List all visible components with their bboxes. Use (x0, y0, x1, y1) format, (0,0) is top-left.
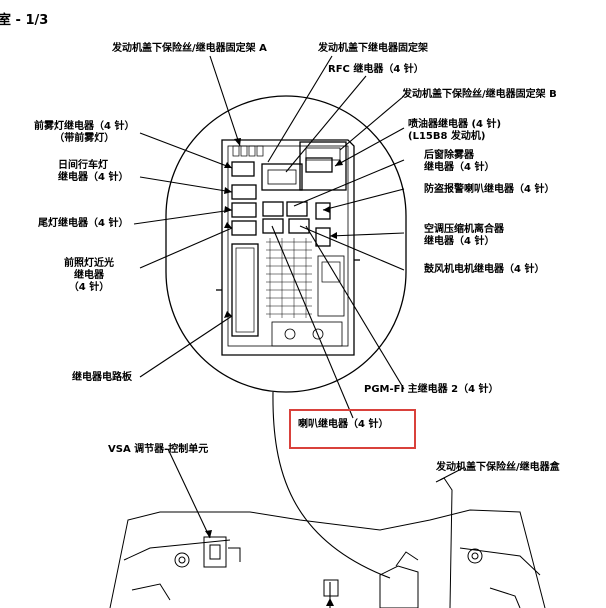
label-bracket-b: 发动机盖下保险丝/继电器固定架 B (402, 89, 557, 100)
page-title: 室 - 1/3 (0, 13, 49, 28)
label-ac-clutch-relay-line2: 继电器（4 针） (424, 236, 495, 247)
label-lowbeam-relay-line3: （4 针） (68, 282, 110, 293)
label-injector-relay-line2: (L15B8 发动机) (408, 131, 486, 142)
label-vsa-unit: VSA 调节器-控制单元 (108, 444, 209, 455)
label-ac-clutch-relay: 空调压缩机离合器 继电器（4 针） (424, 224, 504, 248)
label-lowbeam-relay: 前照灯近光 继电器 （4 针） (64, 258, 114, 294)
relay-housing (221, 139, 355, 356)
label-injector-relay: 喷油器继电器 (4 针) (L15B8 发动机) (408, 119, 501, 143)
label-relay-bracket: 发动机盖下继电器固定架 (318, 43, 428, 54)
highlight-box (289, 409, 416, 449)
label-lowbeam-relay-line1: 前照灯近光 (64, 258, 114, 269)
label-fog-relay-line1: 前雾灯继电器（4 针） (34, 121, 135, 132)
label-drl-relay: 日间行车灯 继电器（4 针） (58, 160, 128, 184)
label-defog-relay-line2: 继电器（4 针） (424, 162, 495, 173)
label-horn-relay: 喇叭继电器（4 针） (298, 419, 389, 430)
label-alarm-relay: 防盗报警喇叭继电器（4 针） (424, 184, 555, 195)
label-defog-relay: 后窗除雾器 继电器（4 针） (424, 150, 494, 174)
label-ac-clutch-relay-line1: 空调压缩机离合器 (424, 224, 504, 235)
label-drl-relay-line2: 继电器（4 针） (58, 172, 129, 183)
label-rfc-relay: RFC 继电器（4 针） (328, 64, 424, 75)
label-taillight-relay: 尾灯继电器（4 针） (38, 218, 129, 229)
label-fog-relay: 前雾灯继电器（4 针） （带前雾灯） (34, 121, 134, 145)
label-drl-relay-line1: 日间行车灯 (58, 160, 108, 171)
label-bracket-a: 发动机盖下保险丝/继电器固定架 A (112, 43, 267, 54)
fuse-box-outline (165, 95, 407, 393)
label-fog-relay-line2: （带前雾灯） (54, 133, 115, 144)
label-pgmfi-relay: PGM-FI 主继电器 2（4 针） (364, 384, 499, 395)
label-injector-relay-line1: 喷油器继电器 (4 针) (408, 119, 502, 130)
label-lowbeam-relay-line2: 继电器 (74, 270, 104, 281)
label-relay-board: 继电器电路板 (72, 372, 132, 383)
label-defog-relay-line1: 后窗除雾器 (424, 150, 474, 161)
label-fuse-box: 发动机盖下保险丝/继电器盒 (436, 462, 560, 473)
label-fan-relay: 鼓风机电机继电器（4 针） (424, 264, 545, 275)
